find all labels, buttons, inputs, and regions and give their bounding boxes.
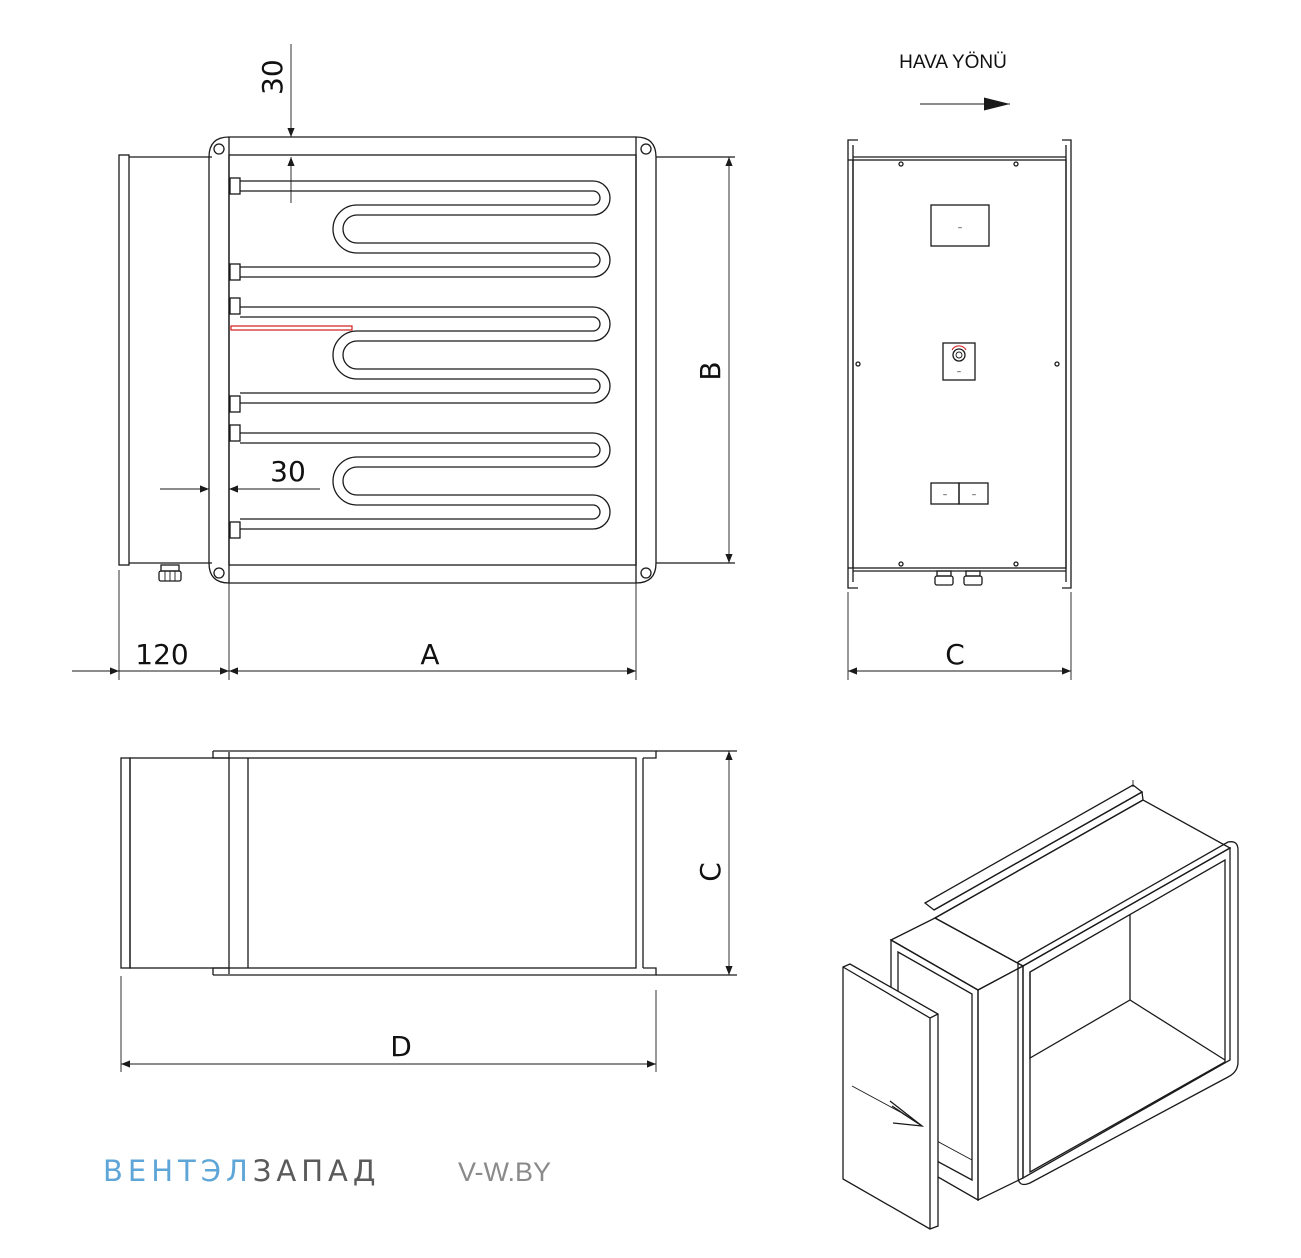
cover-panel [842, 963, 939, 1230]
dim-height: B [694, 157, 733, 563]
main-frame [208, 136, 657, 584]
inlet-flange [118, 154, 130, 566]
dim-total-length: D [121, 1030, 656, 1068]
heating-element-3 [229, 424, 611, 539]
dim-total-length-label: D [390, 1030, 412, 1063]
element-terminal [229, 395, 241, 413]
dim-side-offset: 30 [160, 455, 320, 493]
knob-label: – [957, 367, 962, 377]
inlet-flange-top [120, 757, 131, 969]
dim-top-offset: 30 [256, 44, 295, 203]
dim-inlet-length: 120 [72, 638, 229, 675]
cable-gland-left [934, 570, 954, 586]
element-terminal [229, 263, 241, 281]
side-panel [852, 159, 1067, 569]
heating-element-2 [229, 297, 611, 413]
brand-part1: ВЕНТЭЛ [103, 1154, 253, 1188]
element-terminal [229, 521, 241, 539]
dim-top-offset-label: 30 [256, 59, 289, 95]
switch-right [958, 482, 989, 505]
brand-part2: ЗАПАД [253, 1154, 381, 1188]
thermostat-knob [952, 348, 966, 362]
switch-right-label: – [972, 490, 977, 500]
brand-site: V-W.BY [458, 1157, 551, 1187]
dim-depth-side-label: C [694, 862, 727, 882]
dim-side-offset-label: 30 [270, 455, 306, 488]
brand-logo: ВЕНТЭЛЗАПАД [103, 1154, 381, 1188]
control-display [930, 204, 990, 247]
element-terminal [229, 297, 241, 315]
isometric-view [842, 780, 1239, 1230]
top-body [129, 757, 637, 969]
dim-inlet-length-label: 120 [135, 638, 188, 671]
element-terminal [229, 177, 241, 195]
side-view: HAVA YÖNÜ – – – – [847, 52, 1072, 680]
thermostat-knob-panel [942, 342, 976, 381]
watermark: ВЕНТЭЛЗАПАД V-W.BY [103, 1154, 551, 1188]
cable-gland-right [963, 570, 983, 586]
cable-gland [158, 564, 182, 582]
display-label: – [958, 223, 963, 233]
dim-depth-side: C [694, 751, 733, 975]
front-view: 30 30 B 120 A [72, 44, 735, 680]
thermostat-sensor-marker [230, 325, 353, 331]
switch-left-label: – [943, 490, 948, 500]
air-direction-label: HAVA YÖNÜ [899, 52, 1007, 73]
heating-element-1 [229, 177, 611, 281]
dim-depth-front: C [848, 638, 1071, 675]
element-terminal [229, 424, 241, 442]
dim-depth-front-label: C [945, 638, 965, 671]
dim-height-label: B [694, 361, 727, 380]
top-view: C D [120, 750, 737, 1072]
dim-width-label: A [420, 638, 439, 671]
dim-width: A [229, 638, 636, 675]
